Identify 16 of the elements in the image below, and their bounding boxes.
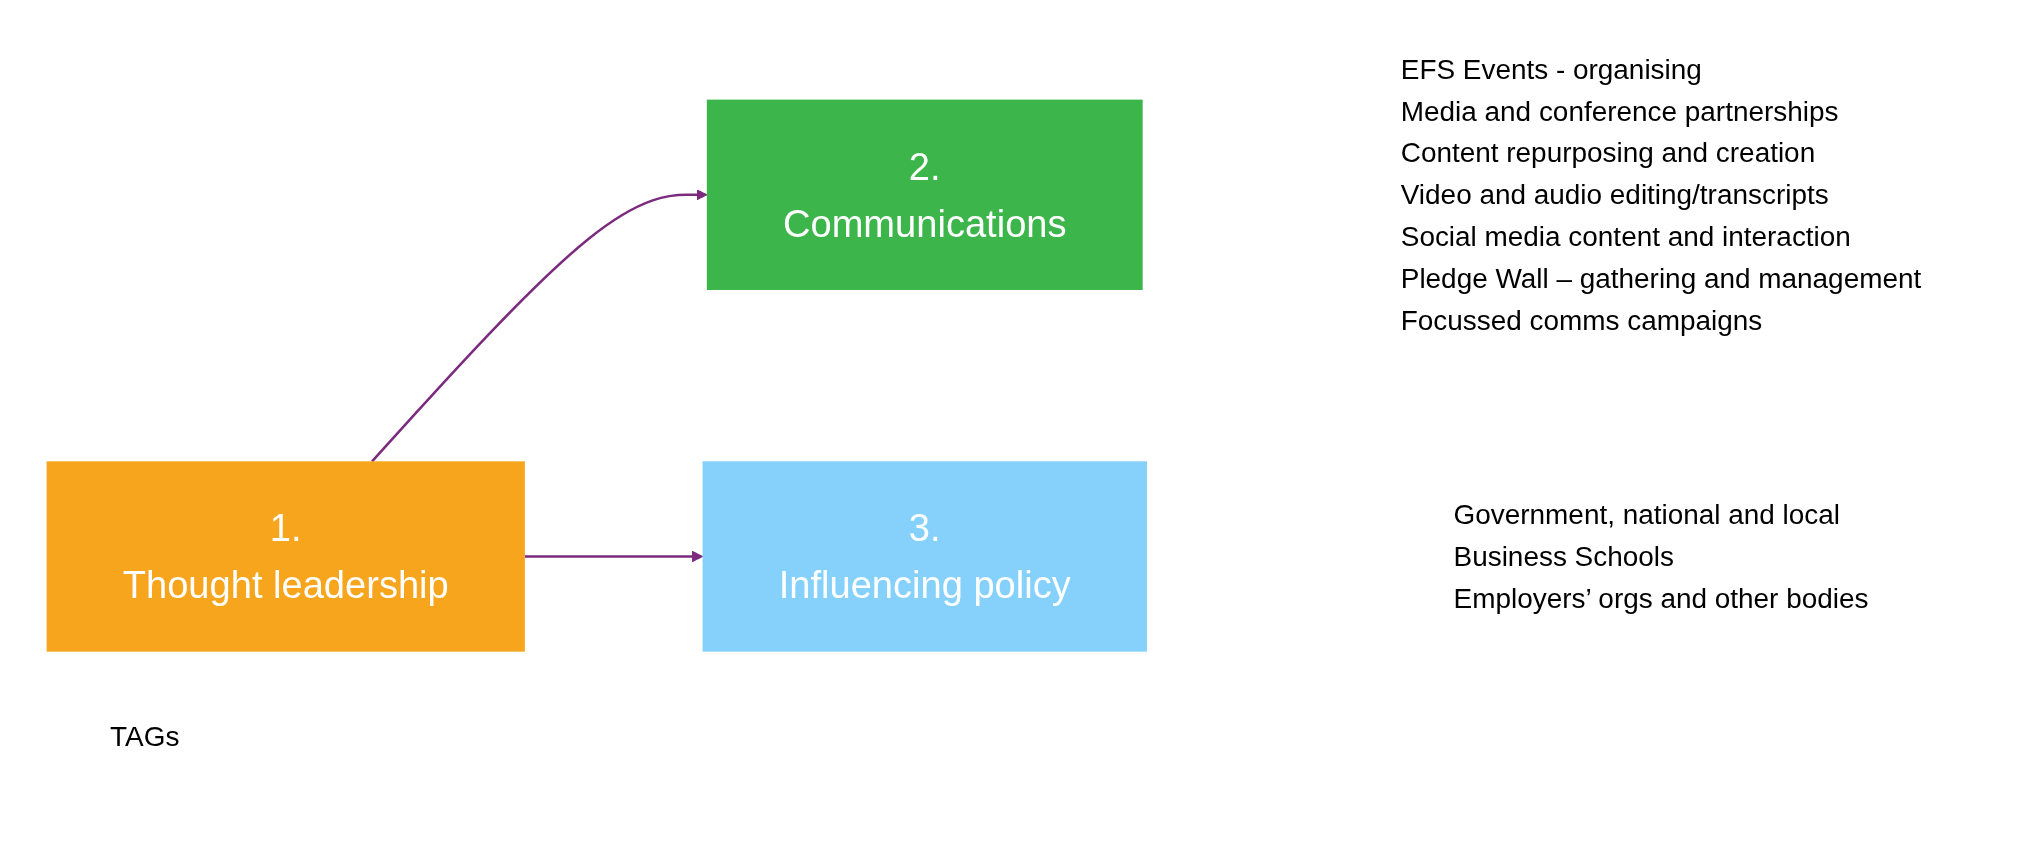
node-label: TAGs [110, 720, 180, 752]
node-label: EFS Events - organising [1400, 53, 1702, 86]
node-label: Business Schools [1453, 540, 1674, 573]
arrow [371, 189, 708, 463]
node-box [702, 461, 1147, 652]
node-box [706, 99, 1143, 290]
node-label: Social media content and interaction [1400, 220, 1851, 253]
node-label: Employers’ orgs and other bodies [1453, 582, 1869, 615]
node-box [46, 461, 525, 652]
arrow [524, 550, 704, 563]
node-label: Media and conference partnerships [1400, 95, 1839, 127]
node-label: Content repurposing and creation [1400, 137, 1816, 169]
node-label: Focussed comms campaigns [1400, 304, 1763, 337]
node-label: Pledge Wall – gathering and management [1400, 262, 1922, 295]
node-label: Video and audio editing/transcripts [1400, 178, 1829, 211]
node-label: Government, national and local [1453, 498, 1841, 531]
